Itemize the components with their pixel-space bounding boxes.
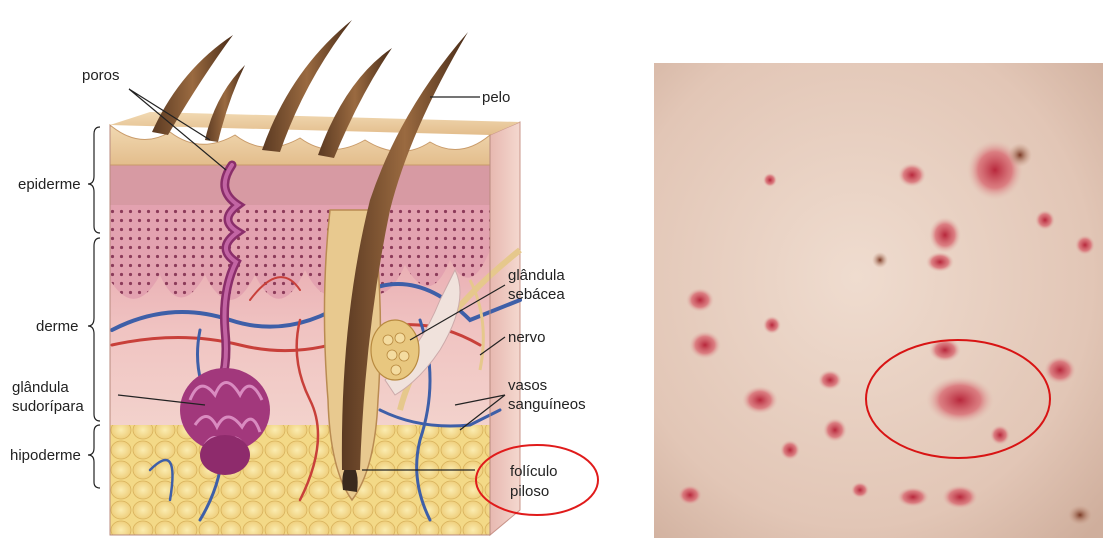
- label-glandula-sudoripara-line1: glândula: [12, 379, 69, 396]
- epidermis-layer: [110, 160, 490, 205]
- label-vasos-line1: vasos: [508, 377, 547, 394]
- photo-background: [654, 63, 1103, 538]
- label-epiderme: epiderme: [18, 176, 81, 193]
- label-nervo: nervo: [508, 329, 546, 346]
- sebaceous-gland: [371, 320, 419, 380]
- label-hipoderme: hipoderme: [10, 447, 81, 464]
- label-foliculo-line2: piloso: [510, 483, 549, 500]
- label-vasos-line2: sanguíneos: [508, 396, 586, 413]
- label-derme: derme: [36, 318, 79, 335]
- label-glandula-sebacea-line1: glândula: [508, 267, 565, 284]
- label-glandula-sebacea-line2: sebácea: [508, 286, 565, 303]
- label-foliculo-line1: folículo: [510, 463, 558, 480]
- label-glandula-sudoripara-line2: sudorípara: [12, 398, 84, 415]
- label-pelo: pelo: [482, 89, 510, 106]
- skin-photo: [654, 63, 1103, 538]
- label-poros: poros: [82, 67, 120, 84]
- hypodermis-layer: [110, 425, 490, 535]
